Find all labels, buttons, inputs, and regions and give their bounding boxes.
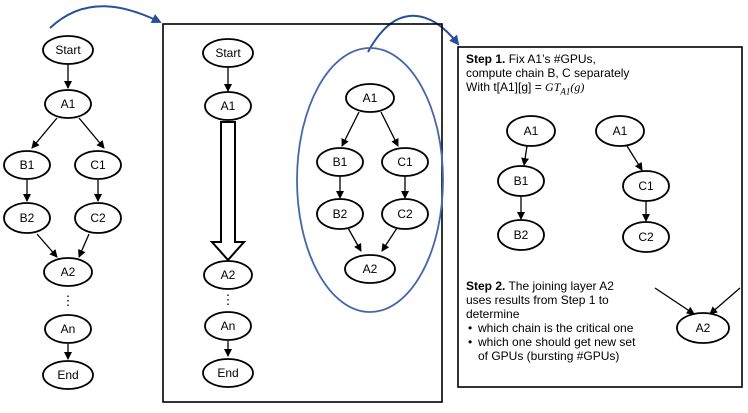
middle-label-a2: A2 [221, 268, 236, 282]
subgraph-edges [336, 111, 409, 252]
left-ellipsis: ⋮ [62, 293, 75, 308]
connector-arc-right [367, 14, 460, 53]
sub-node-c2 [381, 198, 429, 230]
step1-label-c2: C2 [638, 230, 654, 244]
left-node-start [42, 35, 94, 65]
step2-heading: Step 2. [466, 279, 506, 293]
right-panel [457, 46, 743, 388]
step2-line1-text: The joining layer A2 [505, 279, 614, 293]
step1-text: Step 1. Fix A1’s #GPUs, compute chain B,… [466, 52, 736, 98]
sub-label-a1: A1 [363, 91, 378, 105]
hollow-arrow [209, 121, 247, 262]
step1-line3: With t[A1][g] = GTA1(g) [466, 80, 736, 98]
step1-line3-prefix: With t[A1][g] = [466, 80, 546, 94]
step1-line1: Step 1. Fix A1’s #GPUs, [466, 52, 736, 66]
left-label-a1: A1 [61, 97, 76, 111]
step1-node-a1-right [595, 115, 645, 147]
middle-label-start: Start [215, 46, 241, 60]
middle-label-a1: A1 [221, 99, 236, 113]
step2-line1: Step 2. The joining layer A2 [466, 279, 666, 293]
left-node-c1 [74, 150, 122, 180]
left-node-b1 [3, 150, 51, 180]
step1-node-b2 [497, 219, 545, 251]
sub-node-b2 [316, 198, 364, 230]
left-label-an: An [61, 322, 76, 336]
sub-node-b1 [316, 147, 364, 177]
left-label-start: Start [55, 43, 81, 57]
connector-arc-left [49, 5, 162, 29]
left-label-c1: C1 [90, 158, 106, 172]
step2-node-a2 [676, 312, 730, 344]
middle-node-start [202, 38, 254, 68]
middle-label-end: End [217, 366, 238, 380]
left-label-c2: C2 [90, 211, 106, 225]
sub-node-c1 [381, 147, 429, 177]
step2-label-a2: A2 [696, 321, 711, 335]
step1-line2: compute chain B, C separately [466, 66, 630, 80]
step1-label-b1: B1 [514, 174, 529, 188]
step2-line2: uses results from Step 1 to [466, 293, 609, 307]
left-graph [23, 64, 105, 360]
step1-formula: GTA1(g) [545, 80, 585, 97]
step1-node-a1-left [506, 115, 556, 147]
left-label-b2: B2 [20, 211, 35, 225]
middle-panel [162, 23, 443, 403]
step2-text: Step 2. The joining layer A2 uses result… [466, 279, 666, 363]
left-label-end: End [57, 368, 78, 382]
sub-node-a2 [344, 254, 396, 284]
middle-label-an: An [221, 319, 236, 333]
step1-label-b2: B2 [514, 228, 529, 242]
sub-node-a1 [345, 83, 395, 113]
left-node-a2 [43, 257, 93, 287]
left-node-c2 [74, 202, 122, 234]
left-node-a1 [44, 89, 92, 119]
step2-line3: determine [466, 307, 520, 321]
left-label-b1: B1 [20, 158, 35, 172]
sub-label-b2: B2 [333, 207, 348, 221]
step2-bullets: which chain is the critical one which on… [466, 321, 666, 363]
sub-label-c2: C2 [397, 207, 413, 221]
left-node-b2 [3, 202, 51, 234]
middle-node-a2 [203, 260, 253, 290]
step1-line1-text: Fix A1’s #GPUs, [505, 52, 596, 66]
step1-label-c1: C1 [638, 179, 654, 193]
subgraph-highlight-ellipse [296, 47, 444, 313]
step1-label-a1-right: A1 [613, 124, 628, 138]
step1-label-a1-left: A1 [524, 124, 539, 138]
step1-node-b1 [497, 165, 545, 197]
left-graph-nodes [3, 35, 122, 390]
sub-label-a2: A2 [363, 262, 378, 276]
sub-label-b1: B1 [333, 155, 348, 169]
middle-node-a1 [204, 91, 252, 121]
step1-node-c2 [622, 221, 670, 253]
middle-ellipsis: ⋮ [222, 292, 235, 307]
left-label-a2: A2 [61, 265, 76, 279]
middle-node-end [202, 358, 254, 388]
left-node-end [42, 360, 94, 390]
step1-heading: Step 1. [466, 52, 506, 66]
step1-chains [517, 145, 650, 222]
middle-node-an [204, 311, 252, 341]
step2-bullet-1: which chain is the critical one [468, 321, 666, 335]
sub-label-c1: C1 [397, 155, 413, 169]
left-node-an [44, 314, 92, 344]
step1-node-c1 [622, 170, 670, 202]
step2-join [654, 287, 741, 315]
